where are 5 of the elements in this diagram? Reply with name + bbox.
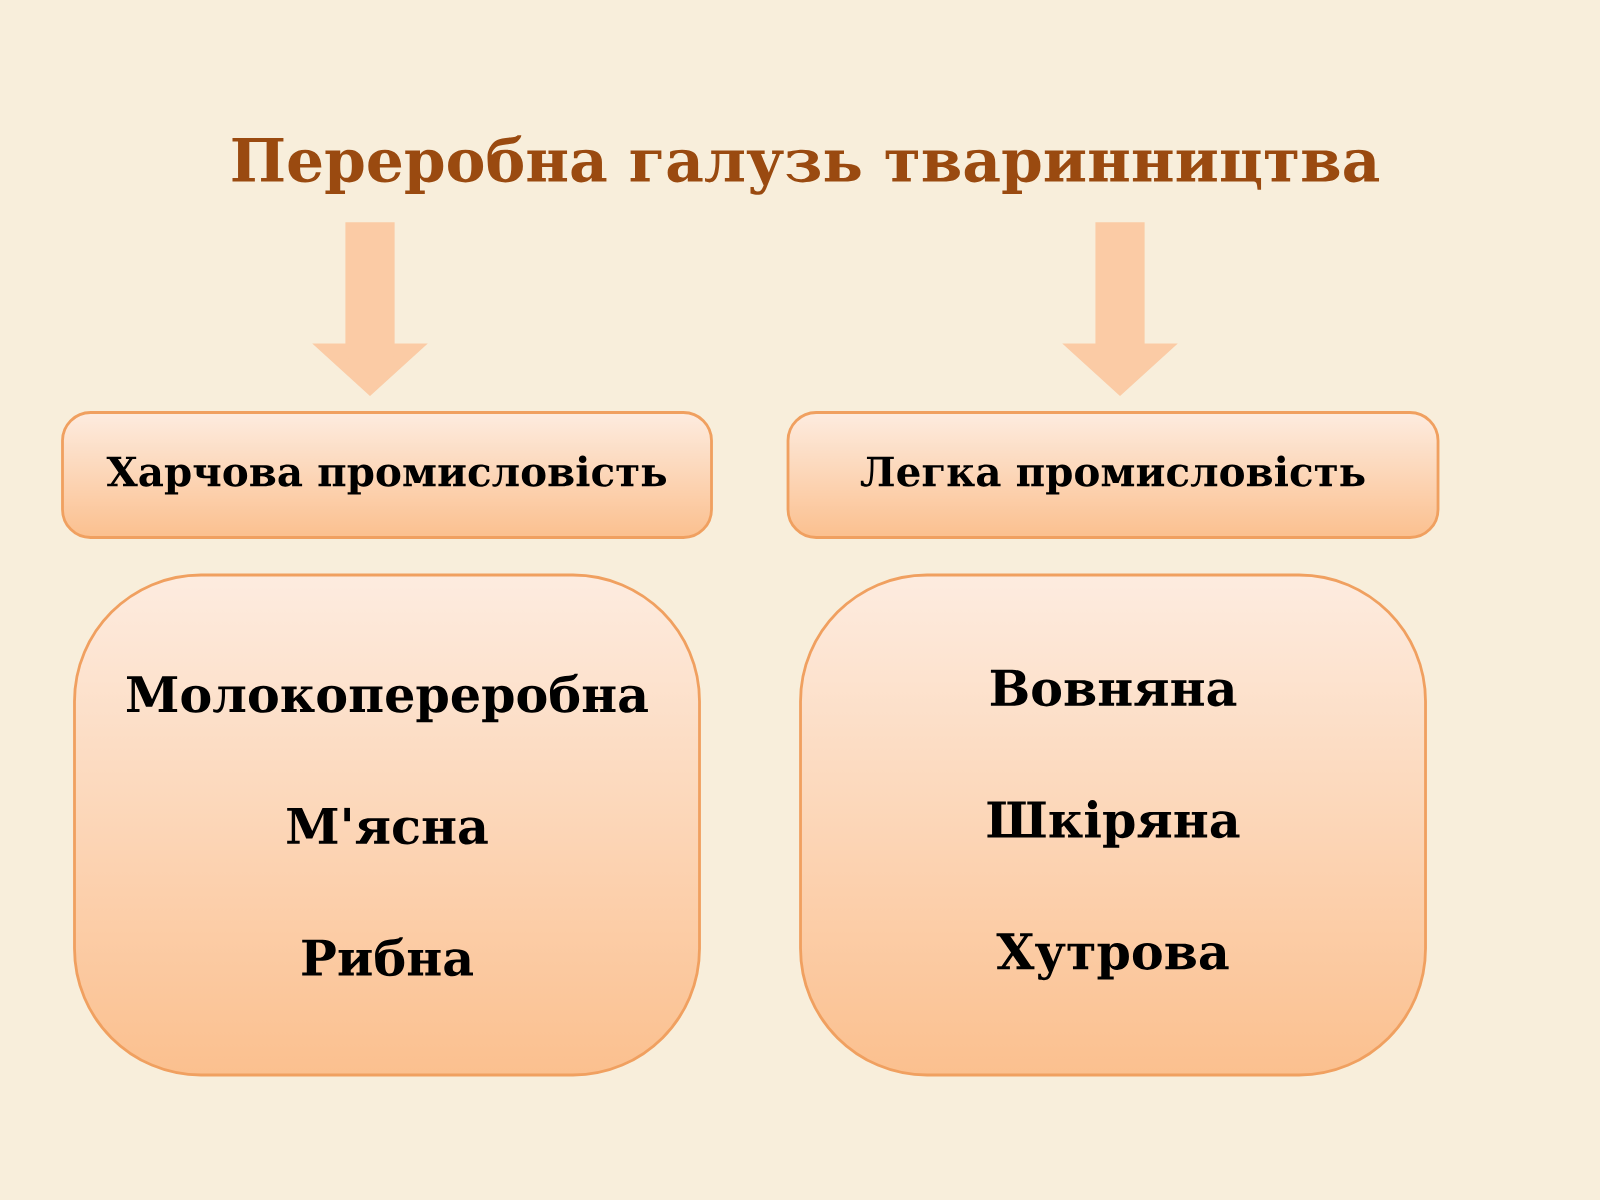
list-box: Молокопереробна М'ясна Рибна — [73, 573, 701, 1077]
title: Переробна галузь тваринництва — [232, 135, 1380, 195]
category-box: Харчова промисловість — [61, 411, 713, 539]
list-box: Вовняна Шкіряна Хутрова — [799, 573, 1427, 1077]
category-box: Легка промисловість — [786, 411, 1440, 539]
